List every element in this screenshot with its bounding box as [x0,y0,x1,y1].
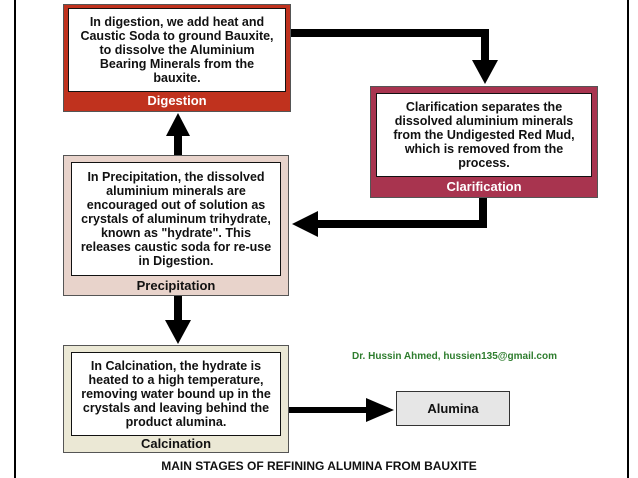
precipitation-stage: In Precipitation, the dissolved aluminiu… [63,155,289,296]
arrow-precipitation-to-calcination [165,296,191,344]
arrow-calcination-to-alumina [289,398,394,422]
clarification-label: Clarification [446,179,522,194]
alumina-product-box: Alumina [396,391,510,426]
calcination-label: Calcination [140,436,212,451]
frame-right-border [627,0,629,478]
calcination-description: In Calcination, the hydrate is heated to… [81,359,271,429]
arrow-clarification-to-precipitation [292,198,487,237]
alumina-label: Alumina [427,401,479,416]
digestion-description: In digestion, we add heat and Caustic So… [80,15,274,85]
arrow-digestion-to-clarification [291,29,498,84]
author-credit: Dr. Hussin Ahmed, hussien135@gmail.com [352,351,557,362]
diagram-title: MAIN STAGES OF REFINING ALUMINA FROM BAU… [161,459,477,473]
clarification-description-box: Clarification separates the dissolved al… [376,93,592,177]
calcination-stage: In Calcination, the hydrate is heated to… [63,345,289,453]
digestion-label: Digestion [147,93,207,108]
frame-left-border [14,0,16,478]
calcination-description-box: In Calcination, the hydrate is heated to… [71,352,281,436]
precipitation-description: In Precipitation, the dissolved aluminiu… [80,170,272,268]
digestion-description-box: In digestion, we add heat and Caustic So… [68,8,286,92]
arrow-precipitation-to-digestion [166,113,190,155]
clarification-description: Clarification separates the dissolved al… [393,100,575,170]
precipitation-label: Precipitation [136,278,216,293]
digestion-stage: In digestion, we add heat and Caustic So… [63,4,291,112]
precipitation-description-box: In Precipitation, the dissolved aluminiu… [71,162,281,276]
clarification-stage: Clarification separates the dissolved al… [370,86,598,198]
